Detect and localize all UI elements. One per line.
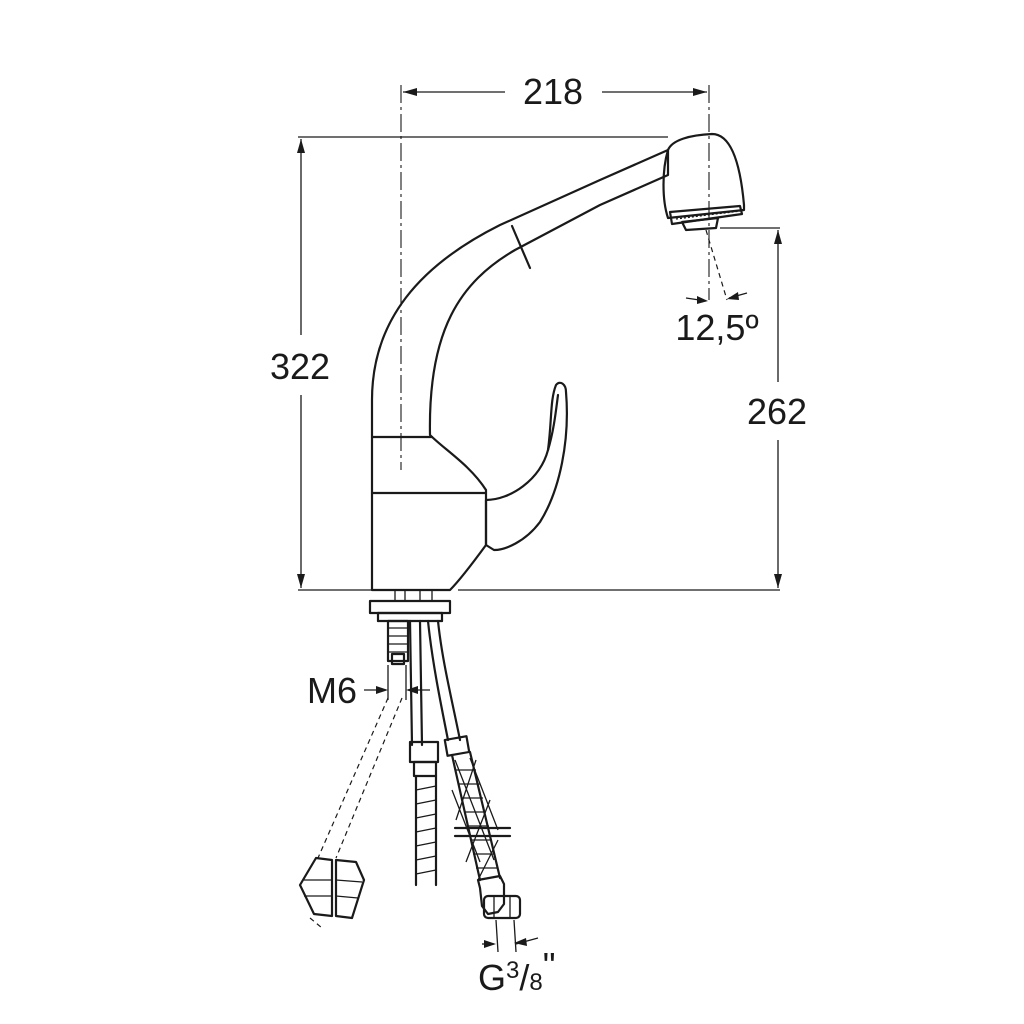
hose-thread-label: G3/8" <box>478 945 556 998</box>
mounting-nut-exploded <box>298 697 403 929</box>
stud-thread-label: M6 <box>307 670 357 711</box>
dimension-stud-thread: M6 <box>307 665 430 711</box>
mounting-assembly <box>368 590 452 666</box>
dimension-angle: 12,5º <box>675 229 759 348</box>
dimension-height: 322 <box>270 139 330 588</box>
extension-lines <box>298 85 780 591</box>
faucet-body <box>370 132 746 592</box>
height-label: 322 <box>270 346 330 387</box>
width-label: 218 <box>523 71 583 112</box>
spout-height-label: 262 <box>747 391 807 432</box>
dimension-width: 218 <box>403 71 707 112</box>
angle-label: 12,5º <box>675 307 758 348</box>
flexible-hoses <box>408 619 522 920</box>
dimension-spout-height: 262 <box>747 230 807 588</box>
dimension-hose-thread: G3/8" <box>478 919 556 998</box>
